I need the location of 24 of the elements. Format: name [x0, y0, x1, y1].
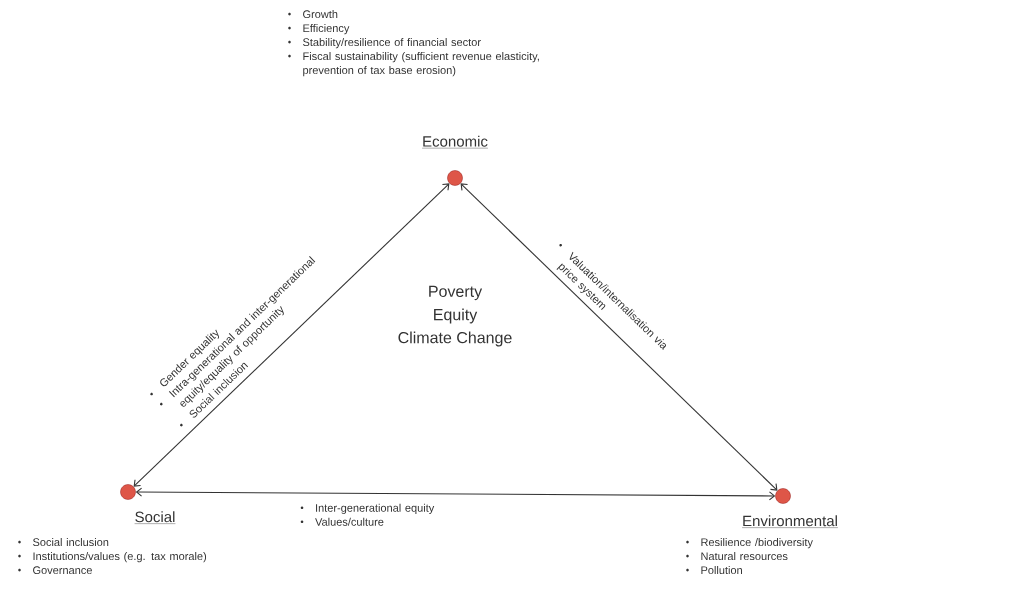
dot-node	[120, 484, 176, 524]
dot-node	[421, 135, 489, 186]
bullet-item: Stability/resilience of financial sector	[288, 38, 481, 49]
bullet-item: Natural resources	[686, 552, 788, 561]
bullet-item: Resilience /biodiversity	[686, 538, 813, 549]
double-arrow	[135, 487, 776, 501]
center-text: Climate Change	[398, 331, 512, 347]
bullet-item: Efficiency	[288, 24, 350, 35]
bullet-item: Pollution	[686, 566, 742, 575]
edge-label: Inter-generational equity	[300, 503, 435, 514]
node-heading: Social	[134, 511, 176, 524]
double-arrow	[460, 183, 778, 491]
double-arrow	[133, 183, 450, 487]
bullet-item: Growth	[288, 10, 338, 19]
center-text: Poverty	[429, 285, 483, 301]
dot-node	[741, 488, 839, 528]
edge-label: Values/culture	[300, 517, 384, 526]
node-heading: Environmental	[741, 515, 839, 528]
bullet-item: Fiscal sustainability (sufficient revenue elasticity, prevention of tax base erosion)	[288, 52, 539, 77]
bullet-item: Social inclusion	[18, 538, 109, 547]
node-heading: Economic	[421, 135, 489, 149]
bullet-item: Institutions/values (e.g. tax morale)	[18, 552, 207, 563]
center-text: Equity	[434, 308, 478, 324]
bullet-item: Governance	[18, 566, 92, 575]
